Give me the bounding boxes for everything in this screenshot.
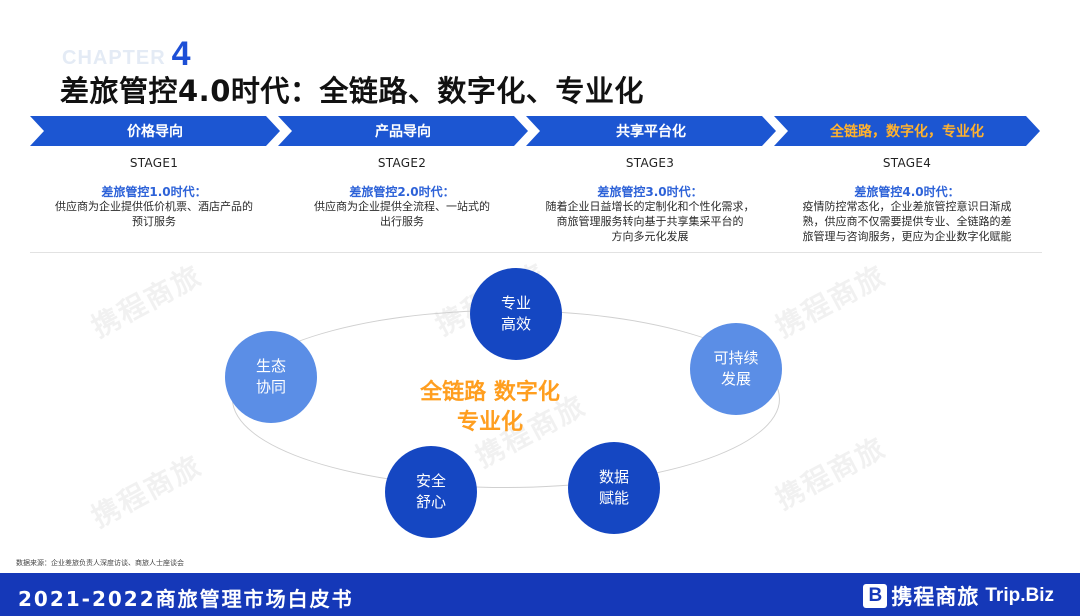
- era-heading-1: 差旅管控1.0时代：: [101, 185, 207, 199]
- data-source-note: 数据来源：企业差旅负责人深度访谈、商旅人士座谈会: [16, 559, 184, 567]
- stage-label-4: STAGE4: [882, 156, 932, 170]
- node-right: 可持续 发展: [690, 323, 782, 415]
- era-heading-3: 差旅管控3.0时代：: [597, 185, 703, 199]
- node-label: 安全 舒心: [415, 472, 446, 511]
- stage-description-4: 疫情防控常态化，企业差旅管控意识日渐成 熟，供应商不仅需要提供专业、全链路的差 …: [778, 199, 1036, 244]
- description-line: 商旅管理服务转向基于共享集采平台的: [556, 215, 744, 228]
- page-title: 差旅管控4.0时代：全链路、数字化、专业化: [60, 74, 644, 108]
- node-top: 专业 高效: [470, 268, 562, 360]
- stage-description-2: 供应商为企业提供全流程、一站式的 出行服务: [282, 199, 522, 229]
- node-label: 专业 高效: [500, 294, 531, 333]
- brand-name-en: Trip.Biz: [985, 585, 1054, 606]
- description-line: 供应商为企业提供全流程、一站式的: [314, 200, 490, 213]
- center-slogan: 全链路 数字化 专业化: [420, 380, 560, 435]
- stage-label-2: STAGE2: [377, 156, 427, 170]
- section-divider: [30, 252, 1042, 253]
- node-bottom-right: 数据 赋能: [568, 442, 660, 534]
- era-heading-4: 差旅管控4.0时代：: [854, 185, 960, 199]
- chapter-word: CHAPTER: [62, 47, 166, 69]
- description-line: 供应商为企业提供低价机票、酒店产品的: [55, 200, 253, 213]
- description-line: 熟，供应商不仅需要提供专业、全链路的差: [802, 215, 1012, 228]
- description-line: 旅管理与咨询服务，更应为企业数字化赋能: [802, 230, 1012, 243]
- node-left: 生态 协同: [225, 331, 317, 423]
- stage-description-3: 随着企业日益增长的定制化和个性化需求， 商旅管理服务转向基于共享集采平台的 方向…: [526, 199, 774, 244]
- watermark-logo: 携程商旅: [85, 258, 208, 345]
- description-line: 预订服务: [132, 215, 176, 228]
- footer-bar: 2021-2022商旅管理市场白皮书 B 携程商旅 Trip.Biz: [0, 573, 1080, 616]
- chapter-number: 4: [171, 35, 191, 73]
- description-line: 方向多元化发展: [611, 230, 689, 243]
- chapter-label: CHAPTER 4: [62, 35, 191, 73]
- node-label: 生态 协同: [255, 357, 286, 396]
- watermark-logo: 携程商旅: [769, 430, 892, 517]
- description-line: 疫情防控常态化，企业差旅管控意识日渐成: [802, 200, 1012, 213]
- node-bottom-left: 安全 舒心: [385, 446, 477, 538]
- brand-logo: B 携程商旅 Trip.Biz: [863, 581, 1054, 611]
- watermark-logo: 携程商旅: [769, 258, 892, 345]
- brand-name-cn: 携程商旅: [891, 585, 980, 609]
- stage-description-1: 供应商为企业提供低价机票、酒店产品的 预订服务: [34, 199, 274, 229]
- node-label: 数据 赋能: [598, 468, 629, 507]
- stage-label-3: STAGE3: [625, 156, 675, 170]
- footer-title: 2021-2022商旅管理市场白皮书: [18, 587, 354, 611]
- stage-arrow-3: 共享平台化: [526, 116, 776, 146]
- stage-arrow-2: 产品导向: [278, 116, 528, 146]
- description-line: 随着企业日益增长的定制化和个性化需求，: [545, 200, 755, 213]
- brand-b-icon: B: [863, 584, 888, 608]
- stage-arrow-4: 全链路，数字化，专业化: [774, 116, 1040, 146]
- node-label: 可持续 发展: [713, 349, 759, 388]
- era-heading-2: 差旅管控2.0时代：: [349, 185, 455, 199]
- stage-arrow-1: 价格导向: [30, 116, 280, 146]
- description-line: 出行服务: [380, 215, 424, 228]
- stage-label-1: STAGE1: [129, 156, 179, 170]
- watermark-logo: 携程商旅: [85, 448, 208, 535]
